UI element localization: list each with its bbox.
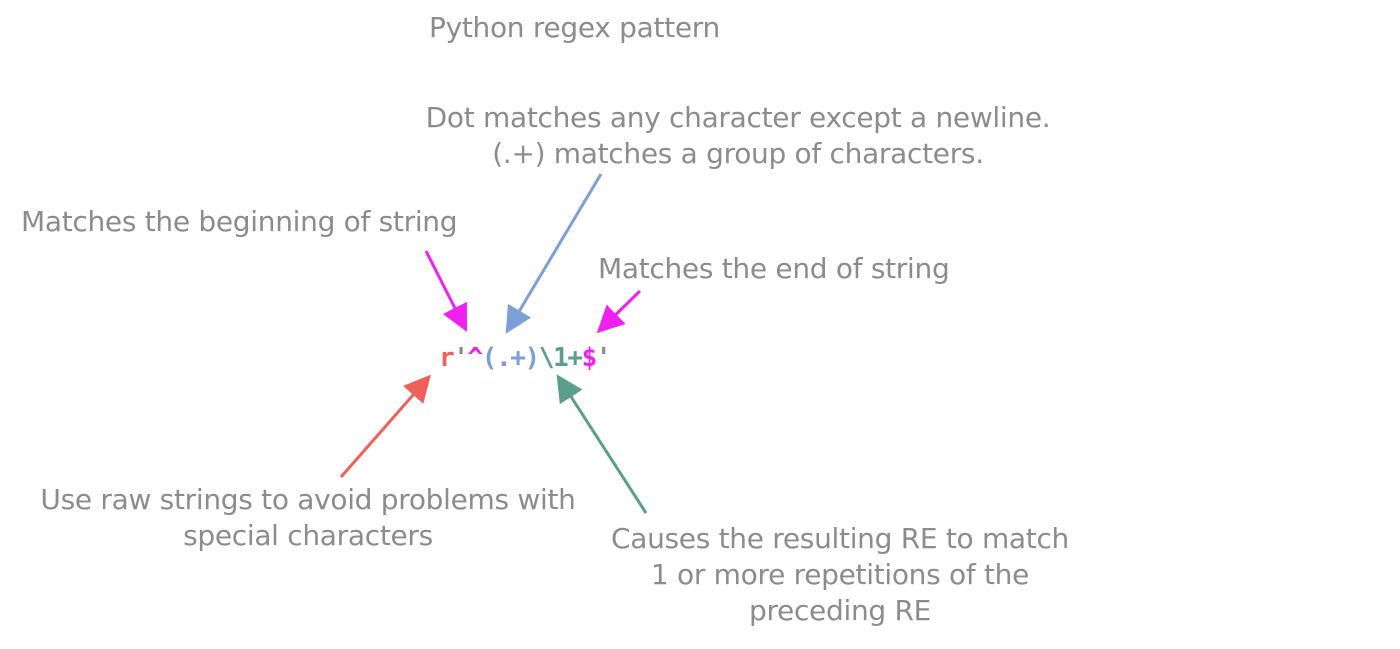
annotation-dot: Dot matches any character except a newli… [408, 100, 1068, 172]
annotation-begin: Matches the beginning of string [21, 204, 458, 240]
regex-raw-prefix: r [439, 343, 455, 373]
diagram-title: Python regex pattern [429, 10, 720, 46]
annotation-begin-line-1: Matches the beginning of string [21, 205, 458, 238]
annotation-raw-line-1: Use raw strings to avoid problems with [40, 483, 576, 516]
annotation-repeat: Causes the resulting RE to match 1 or mo… [590, 521, 1090, 629]
annotation-dot-line-1: Dot matches any character except a newli… [425, 101, 1051, 134]
annotation-raw-line-2: special characters [183, 519, 433, 552]
annotation-end-line-1: Matches the end of string [598, 252, 950, 285]
regex-close-quote: ' [595, 343, 612, 373]
arrow-repeat-to-backreference [556, 374, 648, 514]
annotation-end: Matches the end of string [598, 251, 950, 287]
regex-dollar: $ [581, 343, 598, 373]
annotation-repeat-line-3: preceding RE [748, 594, 932, 627]
arrow-raw-to-prefix [339, 374, 431, 478]
annotation-dot-line-2: (.+) matches a group of characters. [492, 137, 984, 170]
regex-pattern: r'^(.+)\1+$' [439, 338, 612, 378]
annotation-repeat-line-2: 1 or more repetitions of the [650, 558, 1030, 591]
regex-backreference: \1+ [538, 343, 583, 373]
regex-group: (.+) [481, 343, 540, 373]
arrow-end-to-dollar [596, 289, 642, 334]
arrow-dot-to-group [505, 173, 603, 334]
annotation-repeat-line-1: Causes the resulting RE to match [610, 522, 1070, 555]
regex-caret: ^ [467, 343, 484, 373]
regex-open-quote: ' [453, 343, 469, 373]
arrow-begin-to-caret [424, 250, 468, 333]
annotation-raw: Use raw strings to avoid problems with s… [23, 482, 593, 554]
diagram-title-text: Python regex pattern [429, 11, 720, 44]
